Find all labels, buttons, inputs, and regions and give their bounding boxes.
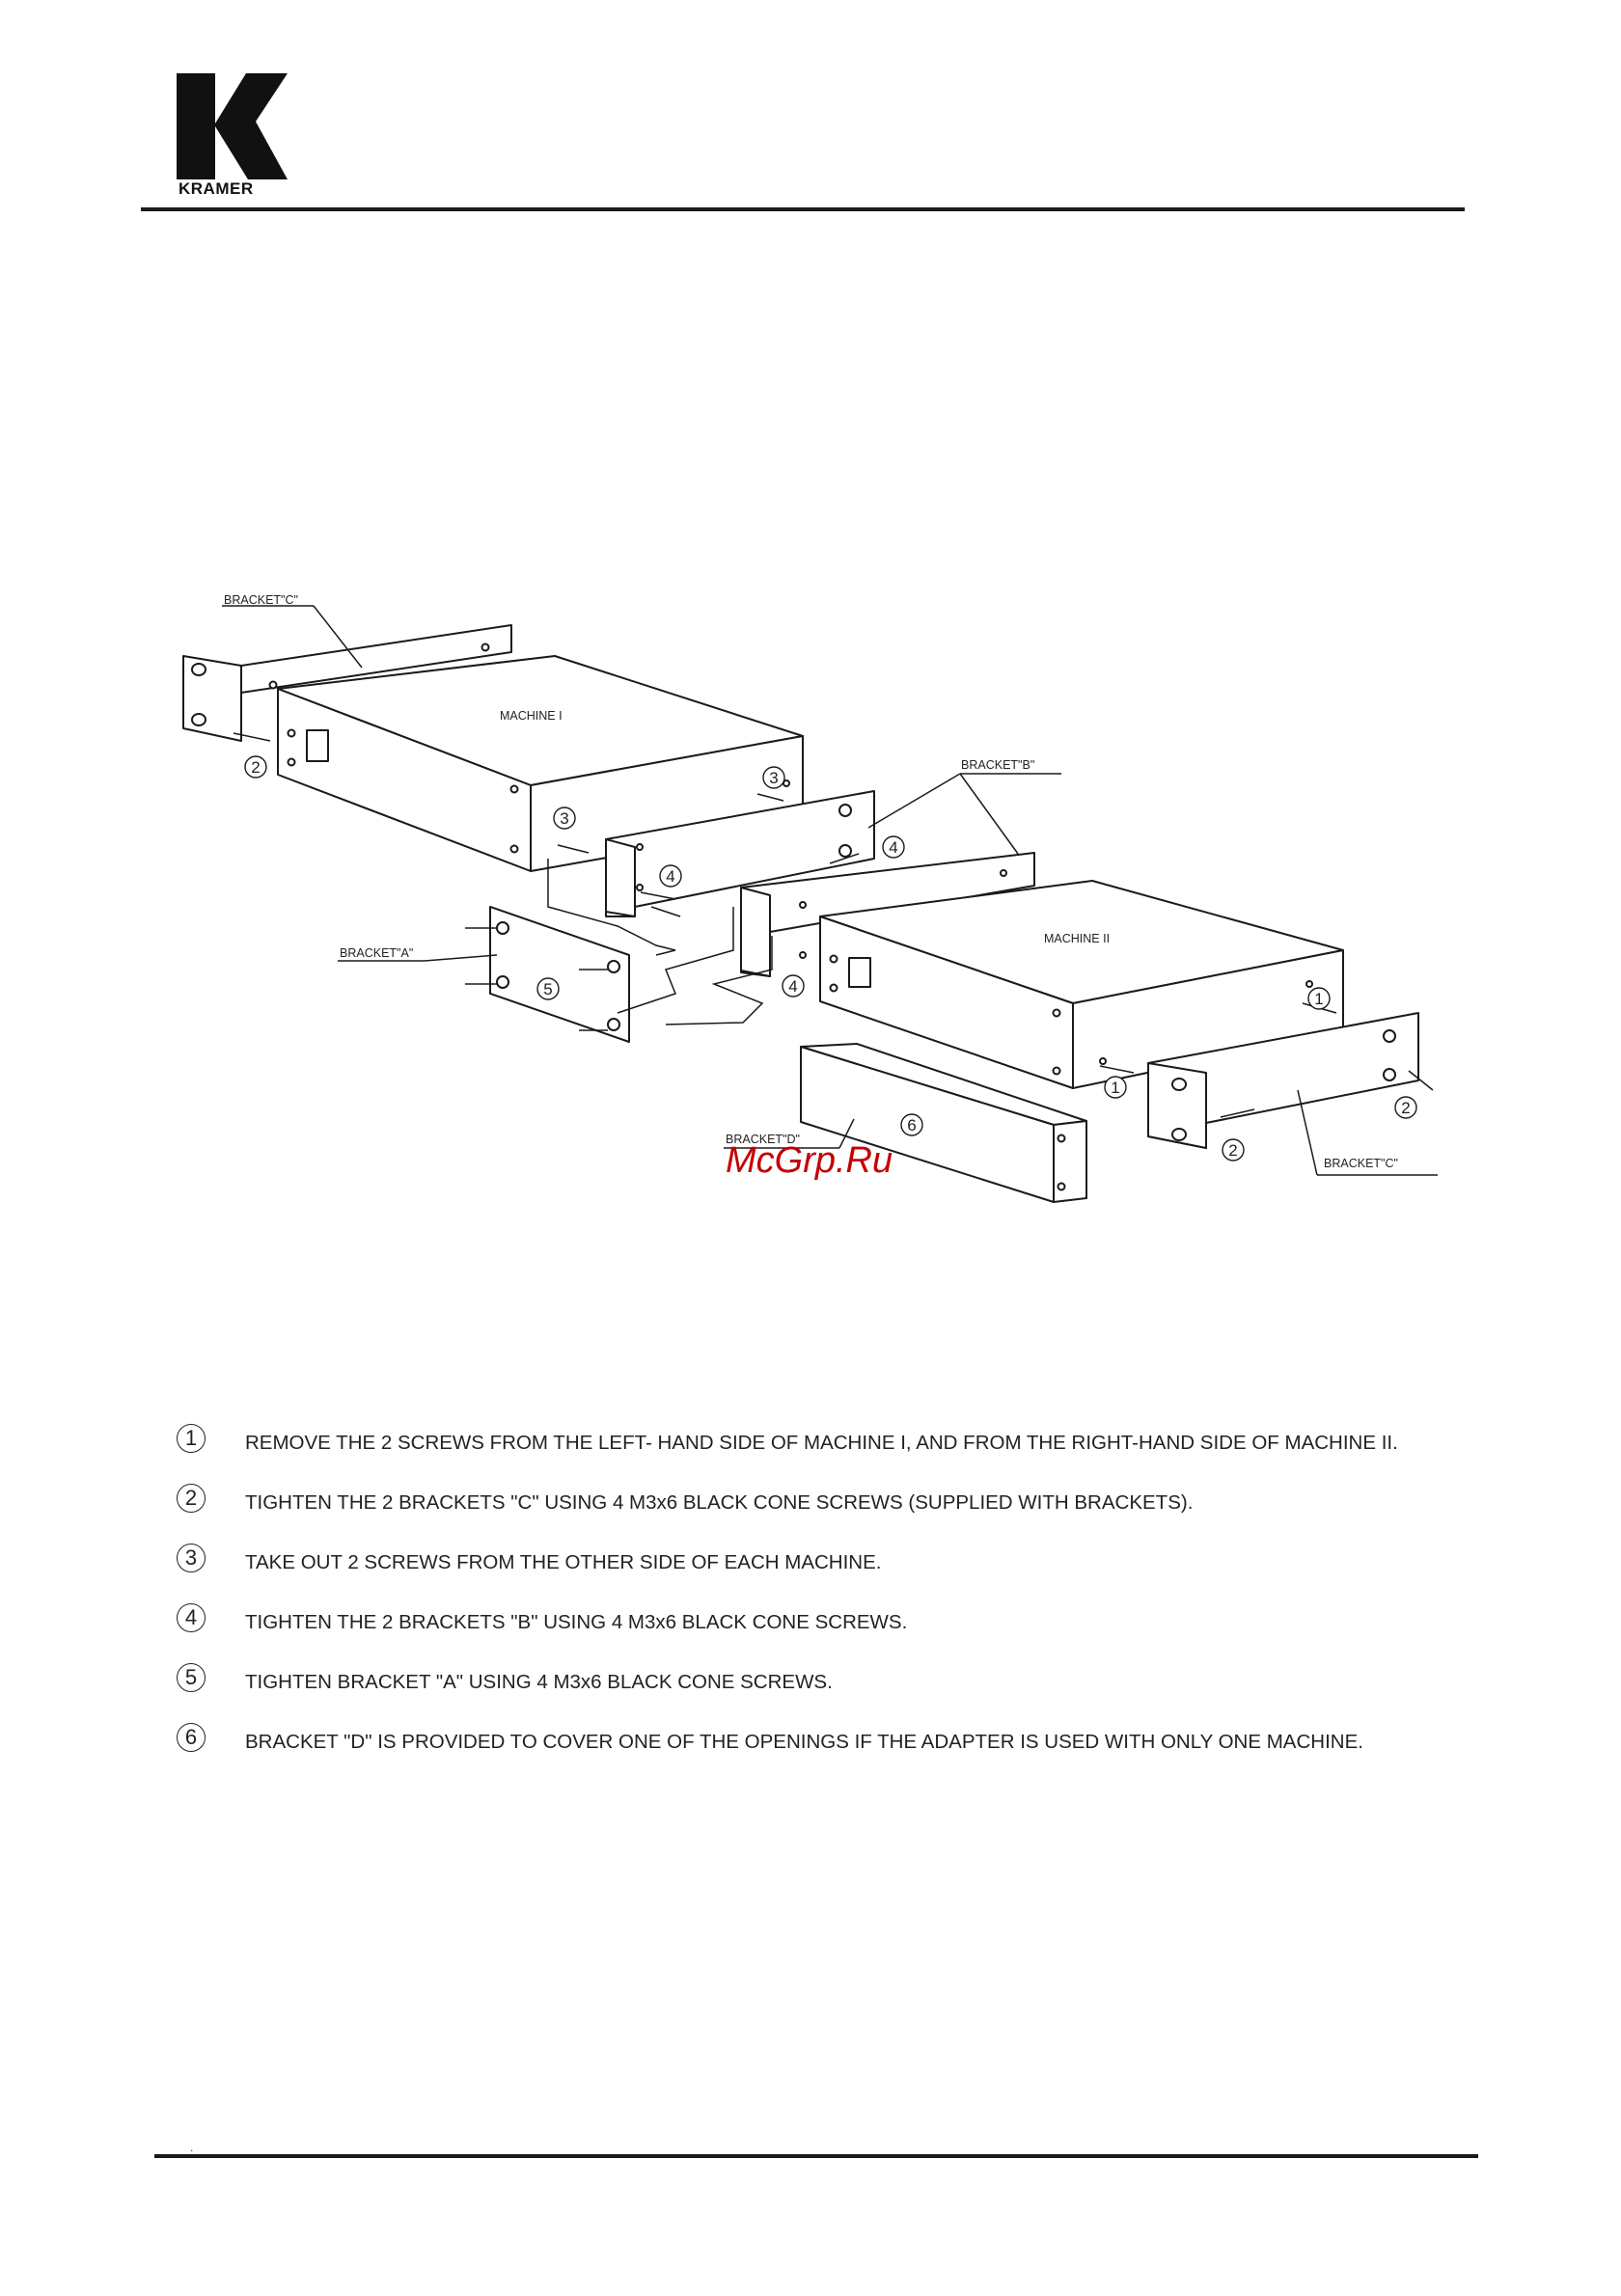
label-machine-2: MACHINE II [1044,932,1110,945]
step-number: 5 [177,1663,206,1692]
step-text: REMOVE THE 2 SCREWS FROM THE LEFT- HAND … [245,1432,1398,1454]
step-3: 3 TAKE OUT 2 SCREWS FROM THE OTHER SIDE … [177,1544,1489,1603]
callout-2-left: 2 [251,758,260,777]
label-machine-1: MACHINE I [500,709,563,723]
callout-1-right: 1 [1314,990,1323,1008]
step-number: 1 [177,1424,206,1453]
callout-4-b: 4 [889,838,897,857]
footer-mark: . [190,2141,194,2154]
label-bracket-c-bottom: BRACKET"C" [1324,1157,1398,1170]
step-text: TIGHTEN BRACKET "A" USING 4 M3x6 BLACK C… [245,1671,833,1693]
step-number: 4 [177,1603,206,1632]
callout-6: 6 [907,1116,916,1134]
kramer-logo: KRAMER [177,73,288,198]
step-6: 6 BRACKET "D" IS PROVIDED TO COVER ONE O… [177,1723,1489,1783]
kramer-k-logo-icon [177,73,288,179]
step-number: 3 [177,1544,206,1572]
callout-5: 5 [543,980,552,998]
step-5: 5 TIGHTEN BRACKET "A" USING 4 M3x6 BLACK… [177,1663,1489,1723]
callout-2-right: 2 [1401,1099,1410,1117]
callout-3-right: 3 [769,769,778,787]
bracket-c-right [1147,1012,1419,1149]
step-1: 1 REMOVE THE 2 SCREWS FROM THE LEFT- HAN… [177,1424,1489,1484]
header-divider [141,207,1465,211]
machine-1 [277,655,804,872]
label-bracket-c-top: BRACKET"C" [224,593,298,607]
machine-2 [819,880,1344,1089]
watermark: McGrp.Ru [726,1140,893,1181]
step-text: TIGHTEN THE 2 BRACKETS "B" USING 4 M3x6 … [245,1611,908,1633]
callout-1-bottom: 1 [1111,1079,1119,1097]
step-2: 2 TIGHTEN THE 2 BRACKETS "C" USING 4 M3x… [177,1484,1489,1544]
step-4: 4 TIGHTEN THE 2 BRACKETS "B" USING 4 M3x… [177,1603,1489,1663]
bracket-a [489,906,630,1043]
footer-divider [154,2154,1478,2158]
callout-2-bottom: 2 [1228,1141,1237,1160]
callout-3-left: 3 [560,809,568,828]
instruction-steps: 1 REMOVE THE 2 SCREWS FROM THE LEFT- HAN… [177,1424,1489,1783]
brand-name: KRAMER [179,179,254,198]
label-bracket-a: BRACKET"A" [340,946,413,960]
callout-4-a: 4 [666,867,674,886]
step-text: TAKE OUT 2 SCREWS FROM THE OTHER SIDE OF… [245,1551,882,1573]
step-text: TIGHTEN THE 2 BRACKETS "C" USING 4 M3x6 … [245,1491,1194,1514]
step-number: 2 [177,1484,206,1513]
label-bracket-d: BRACKET"D" [726,1133,800,1146]
step-number: 6 [177,1723,206,1752]
callout-4-c: 4 [788,977,797,996]
bracket-b-rear [740,852,1035,977]
bracket-c-left [182,624,512,742]
step-text: BRACKET "D" IS PROVIDED TO COVER ONE OF … [245,1731,1363,1753]
label-bracket-b: BRACKET"B" [961,758,1034,772]
bracket-d [800,1043,1087,1203]
